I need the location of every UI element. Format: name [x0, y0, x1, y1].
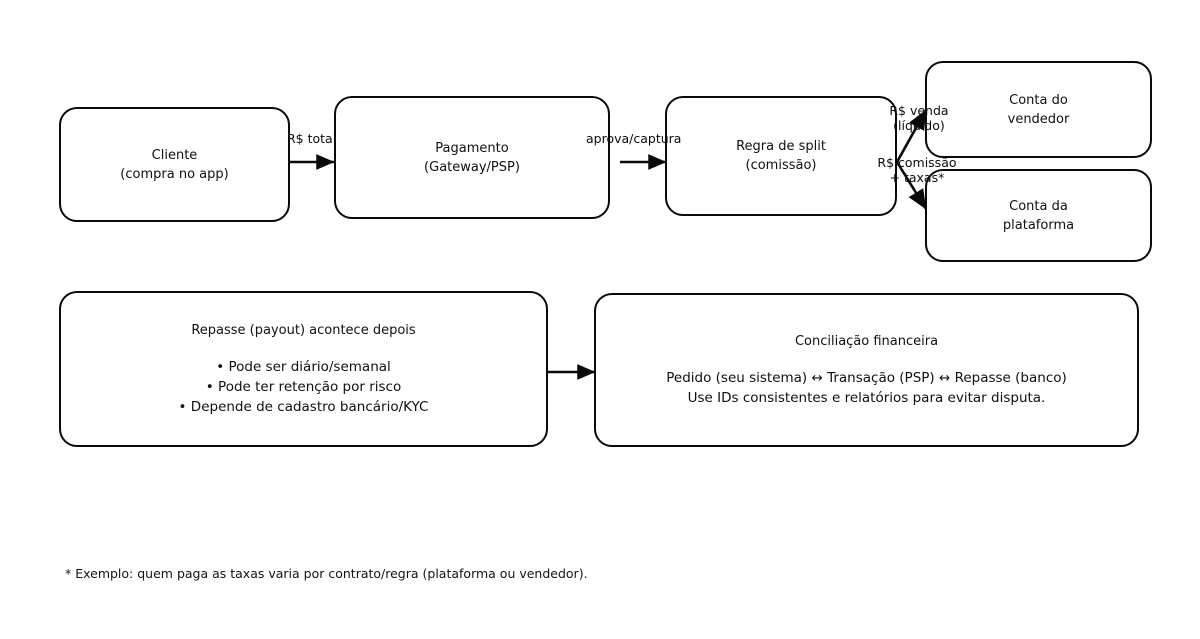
footnote: * Exemplo: quem paga as taxas varia por …	[65, 566, 588, 581]
node-conciliacao[interactable]: Conciliação financeira Pedido (seu siste…	[594, 293, 1139, 447]
node-conciliacao-title: Conciliação financeira	[794, 334, 939, 349]
node-conciliacao-line-1: Pedido (seu sistema) ↔ Transação (PSP) ↔…	[666, 370, 1067, 386]
node-regra-de-split[interactable]: Regra de split (comissão)	[665, 96, 897, 216]
edge-label-split-conta-plataforma: R$ comissão + taxas*	[849, 140, 969, 200]
edge-label-split-conta-vendedor: R$ venda (líquido)	[856, 88, 966, 148]
node-cliente[interactable]: Cliente (compra no app)	[59, 107, 290, 222]
edge-label-split-conta-plataforma-line-2: + taxas*	[889, 170, 945, 185]
node-conta-plataforma-subtitle: plataforma	[1002, 217, 1075, 233]
node-conta-do-vendedor[interactable]: Conta do vendedor	[925, 61, 1152, 158]
edge-label-split-conta-vendedor-line-2: (líquido)	[893, 118, 945, 133]
node-conta-plataforma-title: Conta da	[1009, 198, 1068, 214]
node-split-title: Regra de split	[736, 139, 826, 154]
node-pagamento-title: Pagamento	[435, 140, 509, 156]
node-repasse-bullet-3: • Depende de cadastro bancário/KYC	[178, 399, 429, 415]
edge-label-pagamento-split: aprova/captura	[586, 131, 682, 146]
edge-label-split-conta-vendedor-line-1: R$ venda	[889, 103, 949, 118]
node-cliente-title: Cliente	[151, 147, 198, 163]
node-conta-vendedor-subtitle: vendedor	[1007, 111, 1070, 127]
node-split-subtitle: (comissão)	[745, 158, 817, 173]
node-repasse-bullet-2: • Pode ter retenção por risco	[205, 379, 402, 395]
node-conta-vendedor-title: Conta do	[1009, 92, 1068, 108]
edge-label-cliente-pagamento: R$ total	[287, 131, 337, 146]
node-conta-da-plataforma[interactable]: Conta da plataforma	[925, 169, 1152, 262]
node-conciliacao-line-2: Use IDs consistentes e relatórios para e…	[687, 390, 1046, 406]
node-repasse-bullet-1: • Pode ser diário/semanal	[216, 359, 391, 375]
node-pagamento[interactable]: Pagamento (Gateway/PSP)	[334, 96, 610, 219]
node-conciliacao-body: Pedido (seu sistema) ↔ Transação (PSP) ↔…	[666, 368, 1067, 408]
edge-label-split-conta-plataforma-line-1: R$ comissão	[877, 155, 957, 170]
node-repasse-bullets: • Pode ser diário/semanal • Pode ter ret…	[179, 357, 429, 417]
node-cliente-subtitle: (compra no app)	[120, 166, 229, 182]
node-pagamento-subtitle: (Gateway/PSP)	[424, 159, 520, 175]
node-repasse[interactable]: Repasse (payout) acontece depois • Pode …	[59, 291, 548, 447]
node-repasse-title: Repasse (payout) acontece depois	[191, 323, 416, 338]
